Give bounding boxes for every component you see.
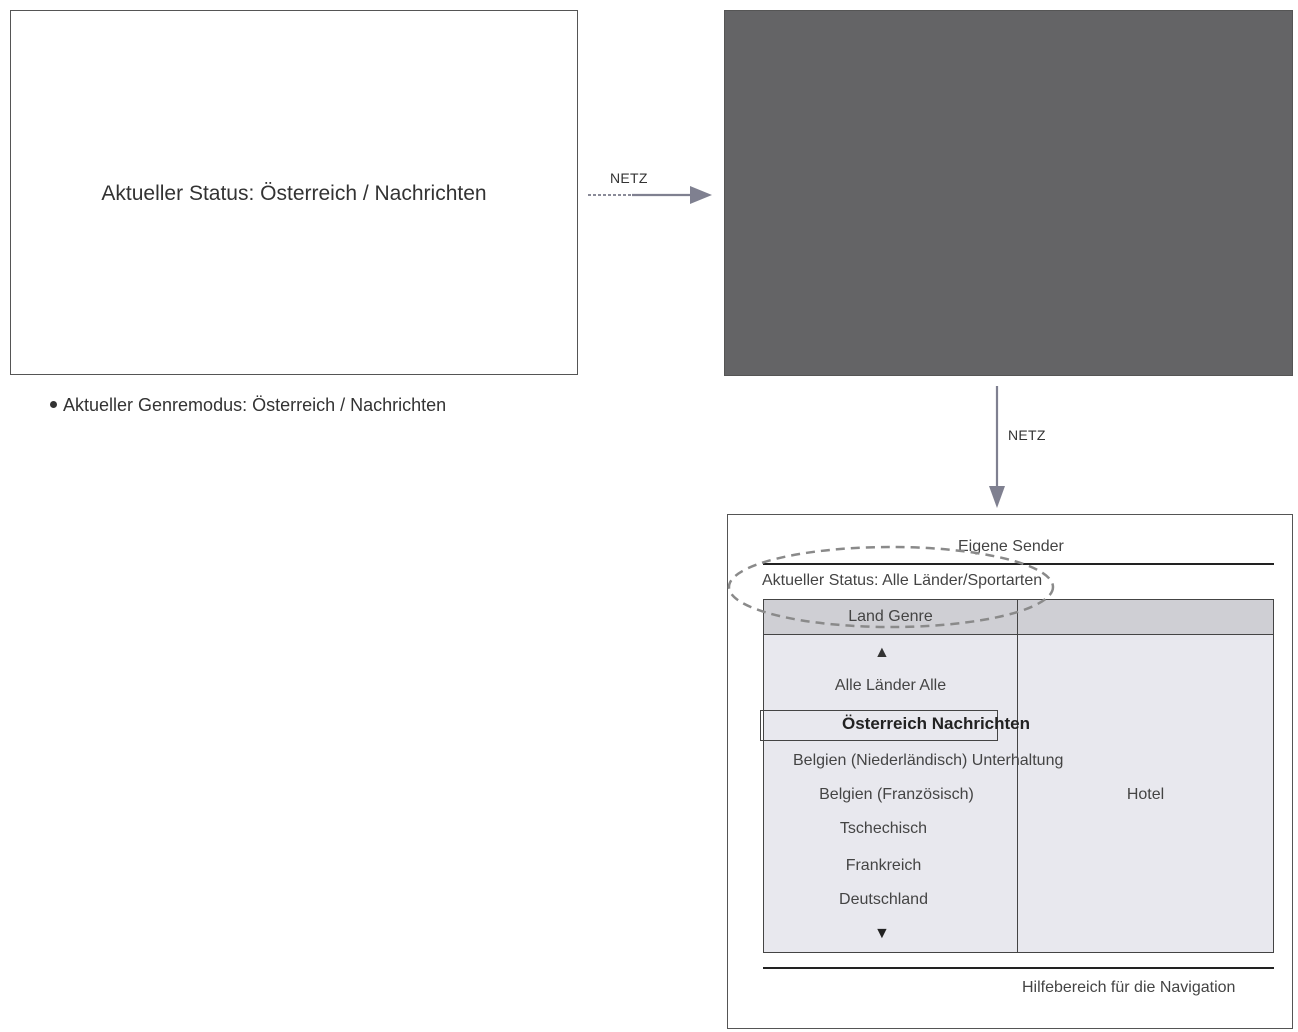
list-item[interactable]: Belgien (Niederländisch) Unterhaltung (793, 752, 1064, 769)
blank-screen (724, 10, 1293, 376)
genre-item-hotel[interactable]: Hotel (1126, 786, 1165, 803)
arrow-right-icon (588, 186, 712, 204)
scroll-down-icon[interactable]: ▼ (874, 925, 890, 942)
grid-header (764, 600, 1273, 635)
current-screen: Aktueller Status: Österreich / Nachricht… (10, 10, 578, 375)
bullet-icon (50, 400, 57, 408)
arrow-down-icon (989, 386, 1005, 508)
netz-label-vertical: NETZ (1008, 427, 1046, 443)
top-divider (763, 563, 1274, 565)
menu-status-text: Aktueller Status: Alle Länder/Sportarten (762, 572, 1043, 589)
list-item[interactable]: Belgien (Französisch) (819, 786, 974, 803)
netz-label-horizontal: NETZ (610, 170, 648, 186)
bottom-divider (763, 967, 1274, 969)
navigation-help-text: Hilfebereich für die Navigation (1022, 979, 1236, 996)
column-divider (1017, 600, 1018, 952)
list-item[interactable]: Alle Länder Alle (834, 677, 947, 694)
dashed-highlight-ellipse (727, 545, 1055, 629)
left-status-text: Aktueller Status: Österreich / Nachricht… (101, 182, 487, 205)
list-item[interactable]: Tschechisch (839, 820, 928, 837)
selection-highlight (760, 710, 998, 741)
selection-grid (763, 599, 1274, 953)
scroll-up-icon[interactable]: ▲ (874, 644, 890, 661)
column-header-country-genre: Land Genre (848, 608, 933, 625)
list-item[interactable]: Deutschland (839, 891, 928, 908)
genre-mode-caption-text: Aktueller Genremodus: Österreich / Nachr… (63, 395, 447, 415)
list-item[interactable]: Frankreich (845, 857, 922, 874)
menu-title: Eigene Sender (958, 538, 1064, 555)
genre-mode-caption: Aktueller Genremodus: Österreich / Nachr… (50, 395, 446, 416)
list-item-selected[interactable]: Österreich Nachrichten (842, 714, 1031, 733)
